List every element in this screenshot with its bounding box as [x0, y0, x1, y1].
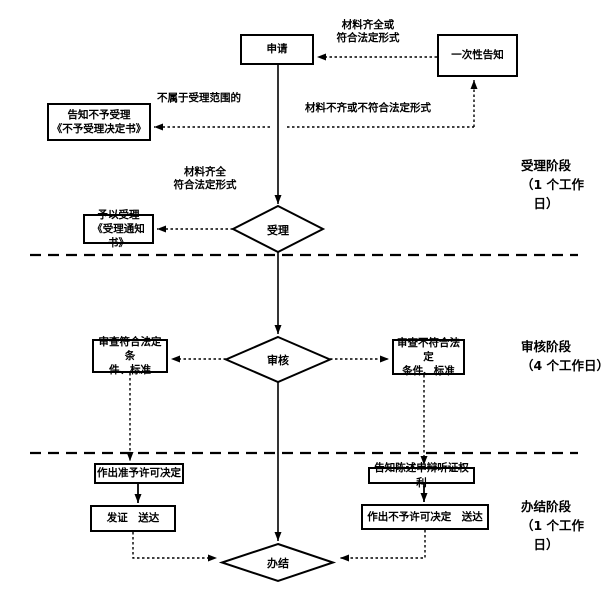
stage-label-complete: 办结阶段 （1 个工作 日） — [521, 499, 585, 552]
diamond-accept — [230, 204, 326, 254]
diamond-complete-label: 办结 — [267, 557, 289, 570]
edge-deny-to-complete — [340, 530, 426, 562]
node-reject-notice: 告知不予受理 《不予受理决定书》 — [47, 103, 151, 141]
stage-label-accept: 受理阶段 （1 个工作 日） — [521, 158, 585, 211]
diamond-review — [223, 335, 333, 384]
node-review-pass: 审查符合法定条 件、标准 — [92, 336, 168, 376]
edge-label-not-in-scope: 不属于受理范围的 — [157, 92, 241, 104]
edge-issue-to-complete — [132, 532, 217, 562]
edge-label-materials-incomplete: 材料不齐或不符合法定形式 — [305, 102, 431, 114]
node-accept-notice: 予以受理 《受理通知书》 — [83, 209, 154, 249]
diamond-complete — [218, 542, 337, 583]
node-issue-deliver: 发证 送达 — [90, 505, 176, 532]
node-grant-decision: 作出准予许可决定 — [94, 463, 184, 484]
edge-label-materials-complete-legal: 材料齐全 符合法定形式 — [173, 166, 237, 192]
diamond-review-label: 审核 — [267, 354, 289, 367]
node-apply: 申请 — [240, 34, 314, 65]
node-deny-decision: 作出不予许可决定 送达 — [361, 504, 489, 530]
node-one-time-notice: 一次性告知 — [437, 34, 518, 77]
node-review-fail: 审查不符合法定 条件、标准 — [392, 337, 465, 377]
stage-label-review: 审核阶段 （4 个工作日） — [521, 339, 605, 373]
edge-label-materials-complete-or-legal: 材料齐全或 符合法定形式 — [336, 19, 400, 45]
node-hearing-rights: 告知陈述申辩听证权利 — [368, 462, 475, 489]
diamond-accept-label: 受理 — [267, 224, 289, 237]
